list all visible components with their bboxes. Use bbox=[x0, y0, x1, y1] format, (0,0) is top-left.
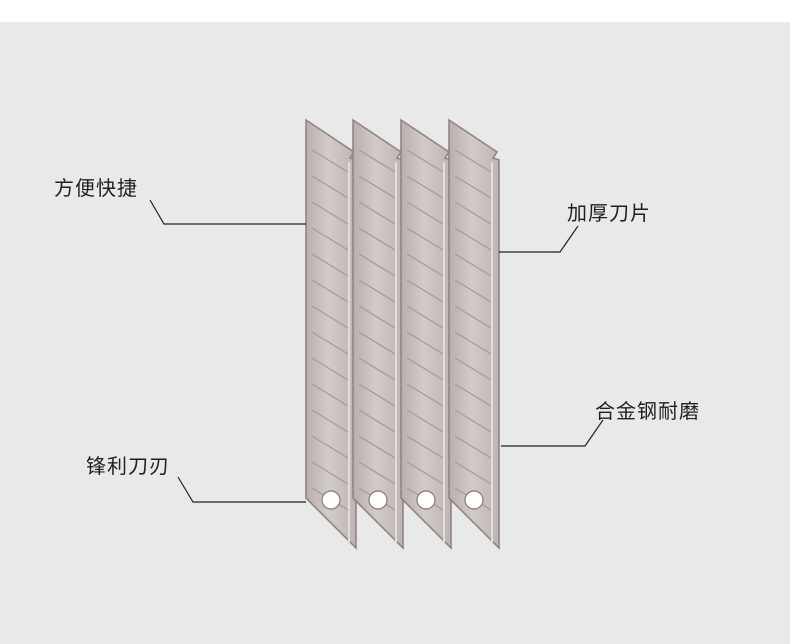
score-line bbox=[358, 149, 396, 173]
score-line bbox=[358, 461, 396, 485]
score-line bbox=[406, 227, 444, 251]
score-line bbox=[311, 175, 349, 199]
score-line bbox=[358, 279, 396, 303]
score-line bbox=[454, 201, 492, 225]
score-line bbox=[358, 357, 396, 381]
score-line bbox=[358, 227, 396, 251]
callout-sharp-edge: 锋利刀刃 bbox=[86, 454, 170, 478]
blade-3 bbox=[400, 118, 452, 550]
score-line bbox=[358, 305, 396, 329]
score-line bbox=[311, 461, 349, 485]
score-line bbox=[406, 175, 444, 199]
score-line bbox=[454, 175, 492, 199]
score-line bbox=[406, 149, 444, 173]
callout-convenient: 方便快捷 bbox=[54, 176, 138, 200]
score-line bbox=[311, 253, 349, 277]
score-line bbox=[454, 305, 492, 329]
score-line bbox=[454, 461, 492, 485]
score-line bbox=[358, 175, 396, 199]
score-line bbox=[311, 149, 349, 173]
blade-2 bbox=[352, 118, 404, 550]
score-line bbox=[311, 435, 349, 459]
score-line bbox=[454, 435, 492, 459]
blade-hole bbox=[416, 490, 436, 510]
score-line bbox=[311, 279, 349, 303]
blade-1 bbox=[305, 118, 357, 550]
score-line bbox=[406, 435, 444, 459]
score-line bbox=[311, 331, 349, 355]
blade-hole bbox=[464, 490, 484, 510]
score-line bbox=[454, 149, 492, 173]
score-line bbox=[454, 357, 492, 381]
score-line bbox=[358, 201, 396, 225]
score-line bbox=[358, 331, 396, 355]
blade-hole bbox=[321, 490, 341, 510]
callout-thick-blade: 加厚刀片 bbox=[567, 201, 651, 225]
score-line bbox=[358, 253, 396, 277]
score-line bbox=[406, 357, 444, 381]
blade-body bbox=[448, 118, 500, 550]
score-line bbox=[311, 409, 349, 433]
score-line bbox=[406, 201, 444, 225]
score-line bbox=[358, 409, 396, 433]
score-line bbox=[406, 331, 444, 355]
score-line bbox=[358, 435, 396, 459]
callout-alloy-steel: 合金钢耐磨 bbox=[595, 399, 700, 423]
score-line bbox=[406, 305, 444, 329]
score-line bbox=[454, 331, 492, 355]
score-line bbox=[454, 383, 492, 407]
blade-4 bbox=[448, 118, 500, 550]
score-line bbox=[406, 409, 444, 433]
score-line bbox=[454, 227, 492, 251]
score-line bbox=[454, 279, 492, 303]
score-line bbox=[311, 201, 349, 225]
blade-hole bbox=[368, 490, 388, 510]
leader-line-top-right bbox=[499, 225, 579, 253]
leader-line-bottom-left bbox=[177, 476, 306, 503]
score-line bbox=[406, 461, 444, 485]
score-line bbox=[406, 279, 444, 303]
score-line bbox=[358, 383, 396, 407]
leader-line-top-left bbox=[149, 199, 306, 225]
score-line bbox=[406, 383, 444, 407]
score-line bbox=[454, 409, 492, 433]
score-line bbox=[311, 305, 349, 329]
score-line bbox=[311, 227, 349, 251]
score-line bbox=[311, 383, 349, 407]
score-line bbox=[406, 253, 444, 277]
score-line bbox=[311, 357, 349, 381]
leader-line-middle-right bbox=[501, 419, 604, 447]
score-line bbox=[454, 253, 492, 277]
